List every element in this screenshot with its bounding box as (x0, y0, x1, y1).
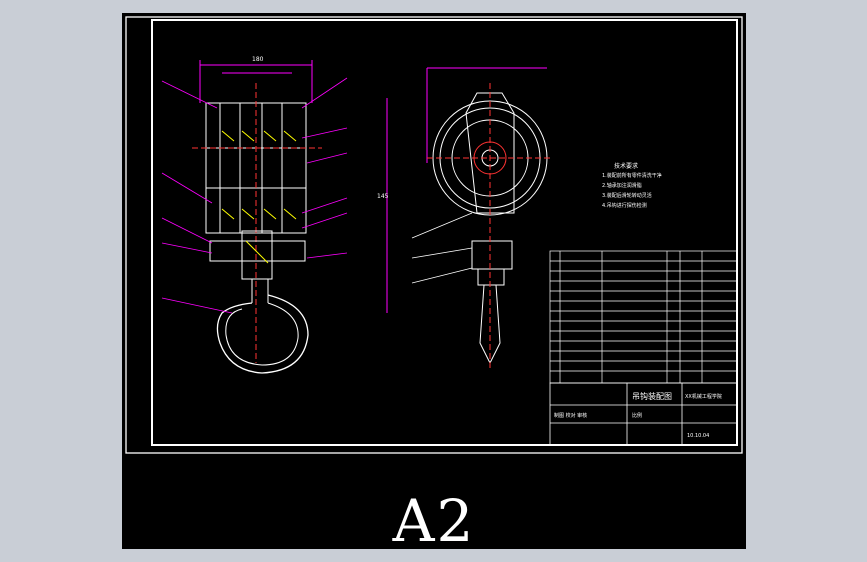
outer-border (125, 16, 743, 454)
section-hatching (221, 130, 297, 264)
title-drawing-name: 吊钩装配图 (632, 391, 672, 401)
note-3: 3.装配后滑轮转动灵活 (602, 192, 652, 199)
note-2: 2.轴承加注润滑脂 (602, 182, 642, 189)
title-date: 10.10.04 (687, 433, 709, 439)
notes-heading: 技术要求 (614, 162, 638, 170)
dim-side: 145 (377, 193, 389, 200)
note-1: 1.装配前所有零件清洗干净 (602, 172, 662, 179)
inner-border (151, 19, 738, 446)
hook-block-side-view (386, 67, 552, 368)
leader-lines-side (411, 212, 473, 284)
note-4: 4.吊钩进行探伤检测 (602, 202, 647, 209)
parts-list-table (549, 250, 738, 384)
dim-top: 180 (252, 56, 264, 63)
title-sign-row: 制图 校对 审核 (554, 412, 587, 419)
title-block (549, 382, 738, 446)
title-scale: 比例 (632, 412, 642, 419)
leader-lines-left (161, 77, 348, 314)
assembly-drawing: 180 1 (125, 16, 743, 454)
sheet-size-label: A2 (392, 487, 476, 555)
drawing-sheet[interactable]: 180 1 (122, 13, 746, 555)
hook-block-front-view (192, 60, 322, 374)
title-school: XX机械工程学院 (685, 393, 722, 400)
